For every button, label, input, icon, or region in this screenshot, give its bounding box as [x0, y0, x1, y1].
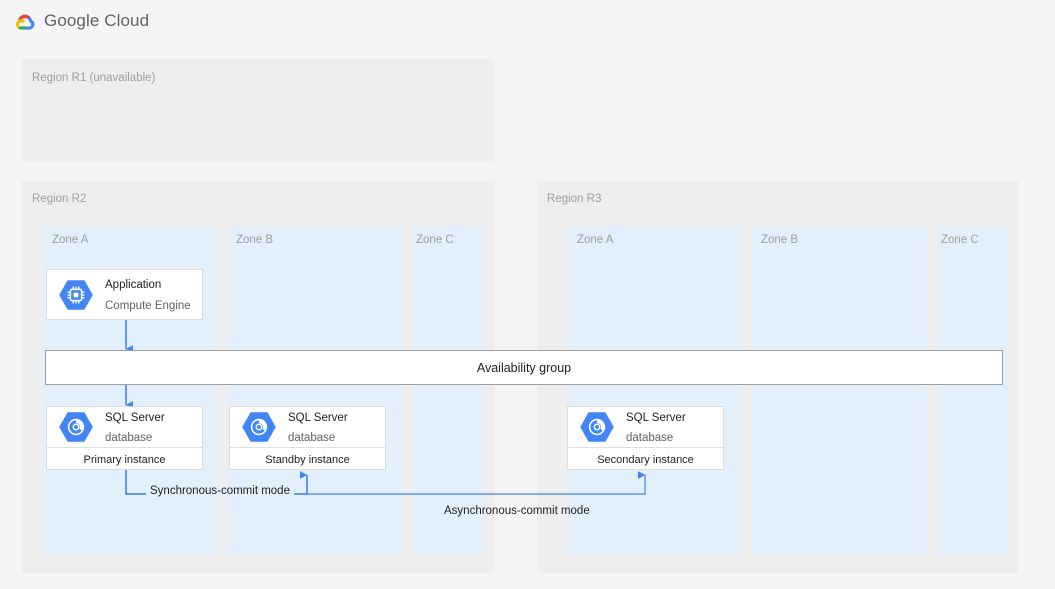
- zone-r3-b-label: Zone B: [761, 234, 799, 246]
- asynchronous-commit-label: Asynchronous-commit mode: [444, 505, 590, 517]
- card-secondary-subtitle: database: [626, 432, 674, 444]
- compute-engine-icon: [58, 279, 94, 311]
- app-header: Google Cloud: [0, 0, 1055, 45]
- card-secondary-instance[interactable]: SQL Server database Secondary instance: [567, 406, 724, 470]
- card-standby-title: SQL Server: [288, 411, 348, 424]
- zone-r3-a: [567, 226, 742, 555]
- card-application-title: Application: [105, 279, 162, 292]
- region-r3-label: Region R3: [547, 193, 602, 205]
- card-standby-subtitle: database: [288, 432, 336, 444]
- zone-r2-b-label: Zone B: [236, 234, 274, 246]
- synchronous-commit-label: Synchronous-commit mode: [146, 485, 294, 497]
- card-application-subtitle: Compute Engine: [105, 299, 191, 312]
- card-primary-header: SQL Server database: [47, 407, 202, 447]
- card-standby-header: SQL Server database: [230, 407, 385, 447]
- region-r1: [22, 59, 495, 161]
- zone-r3-b: [752, 226, 927, 555]
- card-secondary-footer: Secondary instance: [568, 447, 723, 471]
- card-secondary-title: SQL Server: [626, 411, 686, 424]
- card-primary-instance[interactable]: SQL Server database Primary instance: [46, 406, 203, 470]
- card-primary-subtitle: database: [105, 432, 153, 444]
- card-primary-footer: Primary instance: [47, 447, 202, 471]
- sql-server-icon: [579, 411, 615, 443]
- zone-r3-a-label: Zone A: [577, 234, 614, 246]
- zone-r2-a-label: Zone A: [52, 234, 89, 246]
- region-r1-label: Region R1 (unavailable): [32, 72, 156, 84]
- zone-r2-c: [412, 226, 483, 555]
- availability-group[interactable]: Availability group: [45, 350, 1003, 385]
- google-cloud-logo-icon: [13, 11, 37, 33]
- zone-r2-b: [227, 226, 402, 555]
- availability-group-label: Availability group: [476, 360, 572, 375]
- region-r2-label: Region R2: [32, 193, 87, 205]
- card-standby-instance[interactable]: SQL Server database Standby instance: [229, 406, 386, 470]
- card-secondary-header: SQL Server database: [568, 407, 723, 447]
- sql-server-icon: [241, 411, 277, 443]
- card-primary-title: SQL Server: [105, 411, 165, 424]
- card-standby-footer: Standby instance: [230, 447, 385, 471]
- card-application[interactable]: Application Compute Engine: [46, 269, 203, 320]
- zone-r3-c: [937, 226, 1008, 555]
- zone-r3-c-label: Zone C: [941, 234, 979, 246]
- zone-r2-c-label: Zone C: [416, 234, 454, 246]
- brand-title: Google Cloud: [44, 11, 150, 30]
- sql-server-icon: [58, 411, 94, 443]
